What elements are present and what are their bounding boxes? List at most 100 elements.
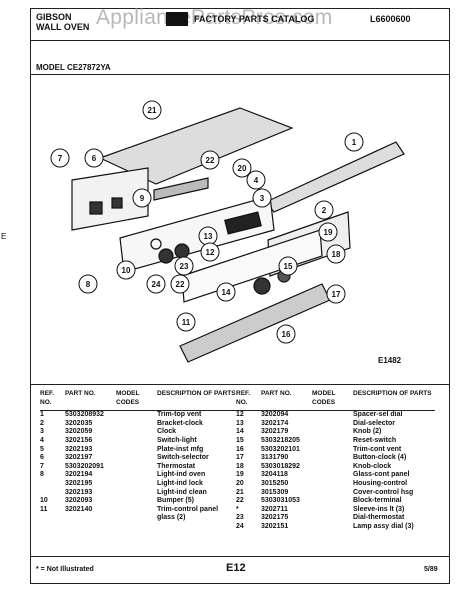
- callout-label: 14: [222, 288, 231, 297]
- ref-cell: 18: [236, 462, 244, 470]
- ref-cell: 10: [40, 497, 48, 505]
- callout-17: 17: [326, 284, 346, 304]
- description-cell: Lamp assy dial (3): [353, 522, 414, 530]
- callout-13: 13: [198, 226, 218, 246]
- callout-15: 15: [278, 256, 298, 276]
- part-no-cell: 3204118: [261, 471, 288, 479]
- part-no-cell: 3202711: [261, 505, 288, 513]
- part-no-cell: 3202193: [65, 488, 93, 496]
- callout-22a: 22: [200, 150, 220, 170]
- part-no-cell: 5303031053: [261, 497, 300, 505]
- ref-cell: 3: [40, 428, 44, 436]
- ref-cell: 11: [40, 505, 48, 513]
- callout-8: 8: [78, 274, 98, 294]
- model-code-cell: [312, 523, 353, 532]
- ref-cell: 21: [236, 488, 244, 496]
- ref-cell: 19: [236, 471, 244, 479]
- col-part: PART NO.: [261, 390, 312, 412]
- model-code-cell: [312, 480, 353, 489]
- part-no-cell: 3202195: [65, 479, 93, 487]
- callout-12: 12: [200, 242, 220, 262]
- callout-label: 6: [92, 154, 97, 163]
- model-code-cell: [116, 454, 157, 463]
- description-cell: Trim-cont vent: [353, 445, 402, 453]
- model-code-cell: [312, 506, 353, 515]
- model-code-cell: [312, 446, 353, 455]
- callout-label: 21: [148, 106, 157, 115]
- part-trim-glass: [181, 229, 323, 303]
- part-no-cell: 3015309: [261, 488, 289, 496]
- callout-2: 2: [314, 200, 334, 220]
- description-cell: Light-ind oven: [157, 471, 206, 479]
- callout-20: 20: [232, 158, 252, 178]
- col-part: PART NO.: [65, 390, 116, 412]
- callout-label: 22: [176, 280, 185, 289]
- callout-21: 21: [142, 100, 162, 120]
- model-code-cell: [312, 428, 353, 437]
- callout-label: 19: [324, 228, 333, 237]
- ref-cell: 1: [40, 411, 44, 419]
- part-thermostat: [111, 197, 123, 209]
- ref-cell: *: [236, 505, 239, 513]
- model-code-cell: [312, 514, 353, 523]
- part-no-cell: 3202093: [65, 497, 93, 505]
- model-code-cell: [116, 420, 157, 429]
- parts-table-left: REF. NO. PART NO. MODEL CODES DESCRIPTIO…: [40, 390, 239, 523]
- part-no-cell: 3202140: [65, 505, 93, 513]
- part-no-cell: 5303218205: [261, 436, 300, 444]
- description-cell: Bumper (5): [157, 497, 194, 505]
- table-rule: [30, 384, 450, 385]
- callout-14: 14: [216, 282, 236, 302]
- model-code-cell: [116, 446, 157, 455]
- ref-cell: 7: [40, 462, 44, 470]
- part-no-cell: 3202197: [65, 454, 93, 462]
- description-cell: Dial-selector: [353, 419, 396, 427]
- callout-label: 2: [322, 206, 327, 215]
- callout-label: 1: [352, 138, 357, 147]
- ref-cell: 14: [236, 428, 244, 436]
- part-terminal-block: [153, 177, 209, 201]
- part-no-cell: 3202193: [65, 445, 93, 453]
- catalog-title: FACTORY PARTS CATALOG: [194, 14, 315, 24]
- brand-block: GIBSON WALL OVEN: [36, 12, 89, 32]
- ref-cell: 15: [236, 436, 244, 444]
- col-model: MODEL CODES: [312, 390, 353, 412]
- col-desc: DESCRIPTION OF PARTS: [157, 390, 239, 412]
- part-no-cell: 3202035: [65, 419, 93, 427]
- parts-table-right: REF. NO. PART NO. MODEL CODES DESCRIPTIO…: [236, 390, 435, 532]
- callout-23: 23: [174, 256, 194, 276]
- page-number: E12: [226, 562, 246, 574]
- footer-rule: [30, 556, 450, 557]
- header-rule: [30, 40, 450, 41]
- table-header-row: REF. NO. PART NO. MODEL CODES DESCRIPTIO…: [236, 390, 435, 412]
- description-cell: Thermostat: [157, 462, 196, 470]
- description-cell: Knob (2): [353, 428, 382, 436]
- description-cell: Reset-switch: [353, 436, 397, 444]
- callout-9: 9: [132, 188, 152, 208]
- model-code-cell: [116, 428, 157, 437]
- model-code-cell: [312, 497, 353, 506]
- part-clock: [224, 211, 262, 235]
- model-code-cell: [116, 497, 157, 506]
- callout-label: 8: [86, 280, 91, 289]
- page-frame: [30, 8, 450, 584]
- ref-cell: 8: [40, 471, 44, 479]
- brand-logo-icon: [166, 12, 188, 26]
- callout-label: 3: [260, 194, 265, 203]
- callout-7: 7: [50, 148, 70, 168]
- description-cell: Dial-thermostat: [353, 514, 405, 522]
- part-no-cell: 3202194: [65, 471, 93, 479]
- callout-label: 13: [204, 232, 213, 241]
- part-no-cell: 3202175: [261, 514, 289, 522]
- ref-cell: 6: [40, 454, 44, 462]
- edge-mark: E: [1, 232, 7, 241]
